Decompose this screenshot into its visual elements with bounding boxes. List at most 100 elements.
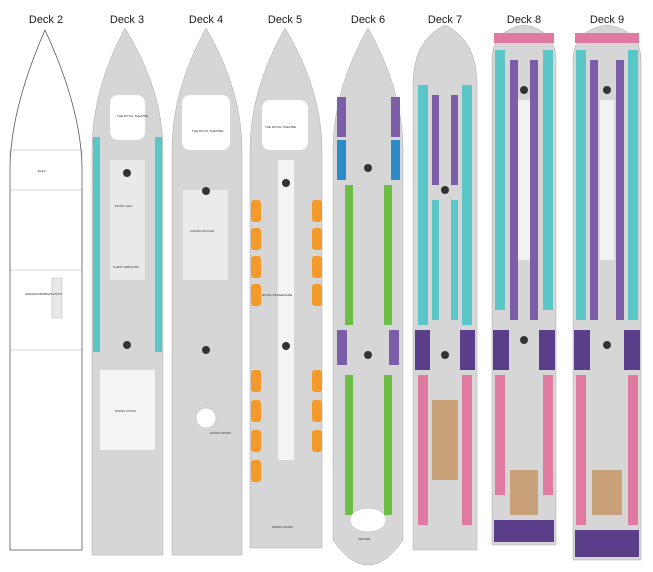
deck-7-cabins-aft-left xyxy=(418,375,428,525)
deck-4-theatre xyxy=(182,95,230,150)
deck-5-promenade xyxy=(278,160,294,460)
deck-8-cabins-right xyxy=(543,50,553,310)
deck-3-stairs-icon xyxy=(123,169,131,177)
deck-6-pool xyxy=(349,507,387,533)
deck-6-cabins-green xyxy=(345,185,353,325)
deck-3-theatre-label: THE ROYAL THEATRE xyxy=(117,114,148,118)
deck-4-dining-label: DINING ROOM xyxy=(210,431,231,435)
deck-8-stern-suites xyxy=(494,520,554,542)
deck-2-hull xyxy=(9,29,83,551)
deck-6-cabins-blue xyxy=(391,140,400,180)
deck-8-plan xyxy=(491,24,557,546)
deck-4-casino xyxy=(183,190,228,280)
deck-8-cabins-inner xyxy=(530,60,538,320)
deck-5-stairs-icon xyxy=(282,179,290,187)
deck-5-promenade-label: ROYAL PROMENADE xyxy=(262,293,292,297)
deck-7-plan xyxy=(412,24,478,551)
deck-6-cabins-purple xyxy=(391,97,400,137)
deck-8-cabins-aft-right xyxy=(543,375,553,495)
deck-2-elev-label: ELEV. xyxy=(38,169,46,173)
deck-7-cabins-aft-right xyxy=(462,375,472,525)
deck-8-park xyxy=(518,100,530,260)
deck-6-plan: CENTER xyxy=(332,27,404,566)
deck-7-suites xyxy=(460,330,475,370)
deck-2-compartment xyxy=(9,269,83,351)
deck-6-cabins-green xyxy=(384,185,392,325)
deck-9-stairs-icon xyxy=(603,341,611,349)
deck-7-stairs-icon xyxy=(441,186,449,194)
deck-7-cabins-aft-inner xyxy=(432,400,458,480)
deck-8-cabins-left xyxy=(495,50,505,310)
deck-9-suites xyxy=(574,330,590,370)
deck-9-cabins-inner xyxy=(590,60,598,320)
deck-9-title: Deck 9 xyxy=(589,14,625,26)
deck-8-hull xyxy=(491,24,557,546)
deck-4-hull xyxy=(171,27,243,556)
deck-2-medical xyxy=(51,277,63,319)
deck-3-guest-label: GUEST SERVICES xyxy=(113,265,139,269)
deck-6-cabins-blue xyxy=(337,140,346,180)
deck-5-theatre xyxy=(262,100,308,150)
deck-4-casino-label: CASINO ROYALE xyxy=(190,229,214,233)
deck-9-park xyxy=(600,100,614,260)
deck-6-cabins-purple xyxy=(337,330,347,365)
deck-5-stairs-icon xyxy=(282,342,290,350)
deck-8-stairs-icon xyxy=(520,336,528,344)
deck-4-plan: THE ROYAL THEATRE CASINO ROYALE DINING R… xyxy=(171,27,243,556)
deck-9-cabins-right xyxy=(628,50,638,320)
deck-9-cabins-left xyxy=(576,50,586,320)
deck-8-suites xyxy=(493,330,509,370)
deck-4-stairs-icon xyxy=(202,346,210,354)
deck-6-cabins-green xyxy=(384,375,392,515)
deck-8-cabins-aft-inner xyxy=(510,470,538,515)
deck-9-cabins-aft-left xyxy=(576,375,586,525)
deck-6-cabins-purple xyxy=(389,330,399,365)
deck-6-title: Deck 6 xyxy=(350,14,386,26)
deck-9-plan xyxy=(572,24,642,561)
deck-9-stern-suites xyxy=(575,530,639,557)
deck-5-shops-left xyxy=(251,200,261,482)
deck-3-music-label: MUSIC HALL xyxy=(115,204,133,208)
deck-3-theatre xyxy=(110,95,145,140)
deck-6-stairs-icon xyxy=(364,351,372,359)
deck-7-cabins-left xyxy=(418,85,428,325)
deck-6-center-label: CENTER xyxy=(358,537,371,541)
deck-4-title: Deck 4 xyxy=(188,14,224,26)
deck-8-cabins-inner xyxy=(510,60,518,320)
deck-2-title: Deck 2 xyxy=(28,14,64,26)
deck-7-cabins-inner xyxy=(432,200,439,320)
deck-3-cabins-right xyxy=(155,137,162,352)
deck-5-plan: THE ROYAL THEATRE ROYAL PROMENADE DINING… xyxy=(249,27,323,549)
deck-2-crew-label: CREW/DISEMBARKATION xyxy=(25,292,62,296)
deck-7-stairs-icon xyxy=(441,351,449,359)
deck-3-dining-label: DINING ROOM xyxy=(115,409,136,413)
deck-3-plan: THE ROYAL THEATRE MUSIC HALL GUEST SERVI… xyxy=(91,27,164,556)
deck-7-cabins-inner xyxy=(432,95,439,185)
deck-3-stairs-icon xyxy=(123,341,131,349)
deck-7-cabins-inner xyxy=(451,200,458,320)
deck-7-title: Deck 7 xyxy=(427,14,463,26)
deck-8-stairs-icon xyxy=(520,86,528,94)
deck-9-stairs-icon xyxy=(603,86,611,94)
deck-5-shops-right xyxy=(312,200,322,452)
deck-8-cabins-aft-left xyxy=(495,375,505,495)
deck-9-cabins-aft-inner xyxy=(592,470,622,515)
deck-4-stairs-icon xyxy=(202,187,210,195)
deck-2-compartment xyxy=(9,149,83,191)
deck-3-atrium xyxy=(110,160,145,280)
deck-8-suites xyxy=(539,330,555,370)
deck-7-cabins-inner xyxy=(451,95,458,185)
deck-9-suites xyxy=(624,330,640,370)
deck-7-suites xyxy=(415,330,430,370)
deck-5-theatre-label: THE ROYAL THEATRE xyxy=(265,125,296,129)
deck-4-theatre-label: THE ROYAL THEATRE xyxy=(192,129,223,133)
deck-6-cabins-green xyxy=(345,375,353,515)
deck-7-hull xyxy=(412,24,478,551)
deck-5-dining-label: DINING ROOM xyxy=(272,525,293,529)
deck-8-bow-suites xyxy=(494,33,554,43)
deck-6-cabins-purple xyxy=(337,97,346,137)
deck-4-feature xyxy=(195,407,217,429)
deck-8-title: Deck 8 xyxy=(506,14,542,26)
deck-9-bow-suites xyxy=(575,33,639,43)
deck-9-cabins-inner xyxy=(616,60,624,320)
